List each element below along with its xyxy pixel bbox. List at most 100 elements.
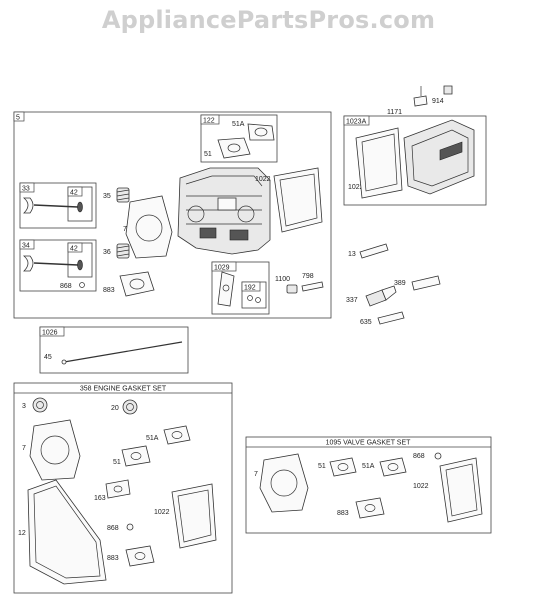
head-gasket-7 — [125, 195, 173, 259]
engine-gasket-set-title: 358 ENGINE GASKET SET — [80, 386, 167, 393]
group-1029-frame — [211, 261, 270, 315]
exhaust-valve-stem — [33, 204, 79, 208]
callout-914: 914 — [432, 98, 444, 105]
gasket-163-hole — [113, 485, 123, 493]
push-rod-389 — [411, 275, 441, 291]
valve-set-883-hole — [364, 504, 376, 512]
group-42a-label: 42 — [70, 190, 78, 197]
gasket-set-head-gasket-bore — [40, 435, 70, 465]
gasket-163 — [105, 479, 131, 499]
group-34-frame — [19, 239, 97, 292]
callout-1022-cover: 1022 — [348, 184, 364, 191]
callout-36: 36 — [103, 249, 111, 256]
group-33-frame — [19, 182, 97, 229]
callout-35: 35 — [103, 193, 111, 200]
exhaust-valve-head — [22, 197, 34, 214]
push-rod-45 — [63, 341, 183, 363]
callout-868-top: 868 — [60, 283, 72, 290]
crankcase-gasket-12-inner — [33, 485, 101, 579]
callout-g163: 163 — [94, 495, 106, 502]
group-1023a-frame — [343, 115, 487, 206]
intake-gasket-51a-hole — [254, 127, 268, 137]
callout-45: 45 — [44, 354, 52, 361]
callout-g868: 868 — [107, 525, 119, 532]
group-122-frame — [200, 114, 278, 163]
group-1026-frame — [39, 326, 189, 374]
callout-g3: 3 — [22, 403, 26, 410]
group-5-label: 5 — [16, 115, 20, 122]
exhaust-gasket-883-hole — [129, 278, 145, 290]
crankcase-gasket-12 — [27, 479, 107, 585]
callout-883-top: 883 — [103, 287, 115, 294]
gasket-set-51-hole — [130, 452, 142, 460]
callout-v51a: 51A — [362, 463, 375, 470]
callout-51-top: 51 — [204, 151, 212, 158]
valve-cover — [403, 119, 475, 195]
callout-g20: 20 — [111, 405, 119, 412]
valve-gasket-set-title: 1095 VALVE GASKET SET — [326, 440, 412, 447]
head-bolt-13 — [359, 243, 389, 259]
group-33-tag — [19, 182, 35, 193]
callout-7-top: 7 — [123, 226, 127, 233]
gasket-set-1022-inner — [177, 489, 212, 543]
bolt-914 — [443, 85, 453, 95]
valve-set-1022 — [439, 457, 483, 523]
rocker-nut-2 — [255, 297, 261, 303]
engine-gasket-set-frame — [13, 382, 233, 594]
valve-spring-35 — [116, 187, 130, 203]
intake-gasket-51 — [217, 137, 251, 159]
gasket-set-51a-hole — [171, 431, 183, 439]
callout-g12: 12 — [18, 530, 26, 537]
intake-gasket-51a — [247, 123, 275, 141]
callout-g883: 883 — [107, 555, 119, 562]
group-192-tag — [241, 281, 261, 292]
gasket-set-51 — [121, 445, 151, 467]
spark-plug-337 — [365, 285, 397, 307]
breather-1100 — [286, 284, 298, 294]
callout-g51: 51 — [113, 459, 121, 466]
group-42a-tag — [67, 186, 83, 197]
gasket-set-868 — [126, 523, 134, 531]
valve-seal-42b — [77, 259, 83, 271]
valve-set-head-gasket-bore — [270, 469, 298, 497]
gasket-set-head-gasket-7 — [29, 419, 81, 481]
valve-set-51-hole — [337, 463, 349, 471]
group-1026-label: 1026 — [42, 330, 58, 337]
intake-gasket-51-hole — [227, 143, 241, 153]
callout-v883: 883 — [337, 510, 349, 517]
group-1023a-tag — [343, 115, 370, 126]
callout-v51: 51 — [318, 463, 326, 470]
group-33-label: 33 — [22, 186, 30, 193]
callout-389: 389 — [394, 280, 406, 287]
valve-set-868 — [434, 452, 442, 460]
callout-337: 337 — [346, 297, 358, 304]
callout-g51a: 51A — [146, 435, 159, 442]
washer-868 — [79, 282, 85, 288]
callout-635: 635 — [360, 319, 372, 326]
valve-set-1022-inner — [445, 463, 478, 517]
intake-valve-head — [22, 255, 34, 272]
group-1026-tag — [39, 326, 65, 337]
group-1029-label: 1029 — [214, 265, 230, 272]
callout-v7: 7 — [254, 471, 258, 478]
push-rod-45-end — [61, 359, 67, 365]
valve-gasket-set-frame — [245, 436, 492, 534]
group-42b-tag — [67, 242, 83, 253]
seal-20-bore — [126, 403, 134, 411]
valve-guide-635 — [377, 311, 405, 325]
valve-set-51 — [329, 457, 357, 477]
callout-1100: 1100 — [275, 276, 290, 283]
group-192-label: 192 — [244, 285, 256, 292]
valve-cover-gasket-1022 — [355, 127, 403, 199]
site-watermark: AppliancePartsPros.com — [101, 6, 436, 34]
callout-v868: 868 — [413, 453, 425, 460]
callout-1171: 1171 — [387, 109, 402, 116]
group-1023a-label: 1023A — [346, 119, 367, 126]
intake-valve-stem — [33, 262, 79, 266]
callout-1022-head: 1022 — [255, 176, 271, 183]
rocker-arm — [217, 271, 235, 307]
group-42b-label: 42 — [70, 246, 78, 253]
valve-cover-gasket-inner — [361, 133, 398, 192]
seal-20 — [122, 399, 138, 415]
